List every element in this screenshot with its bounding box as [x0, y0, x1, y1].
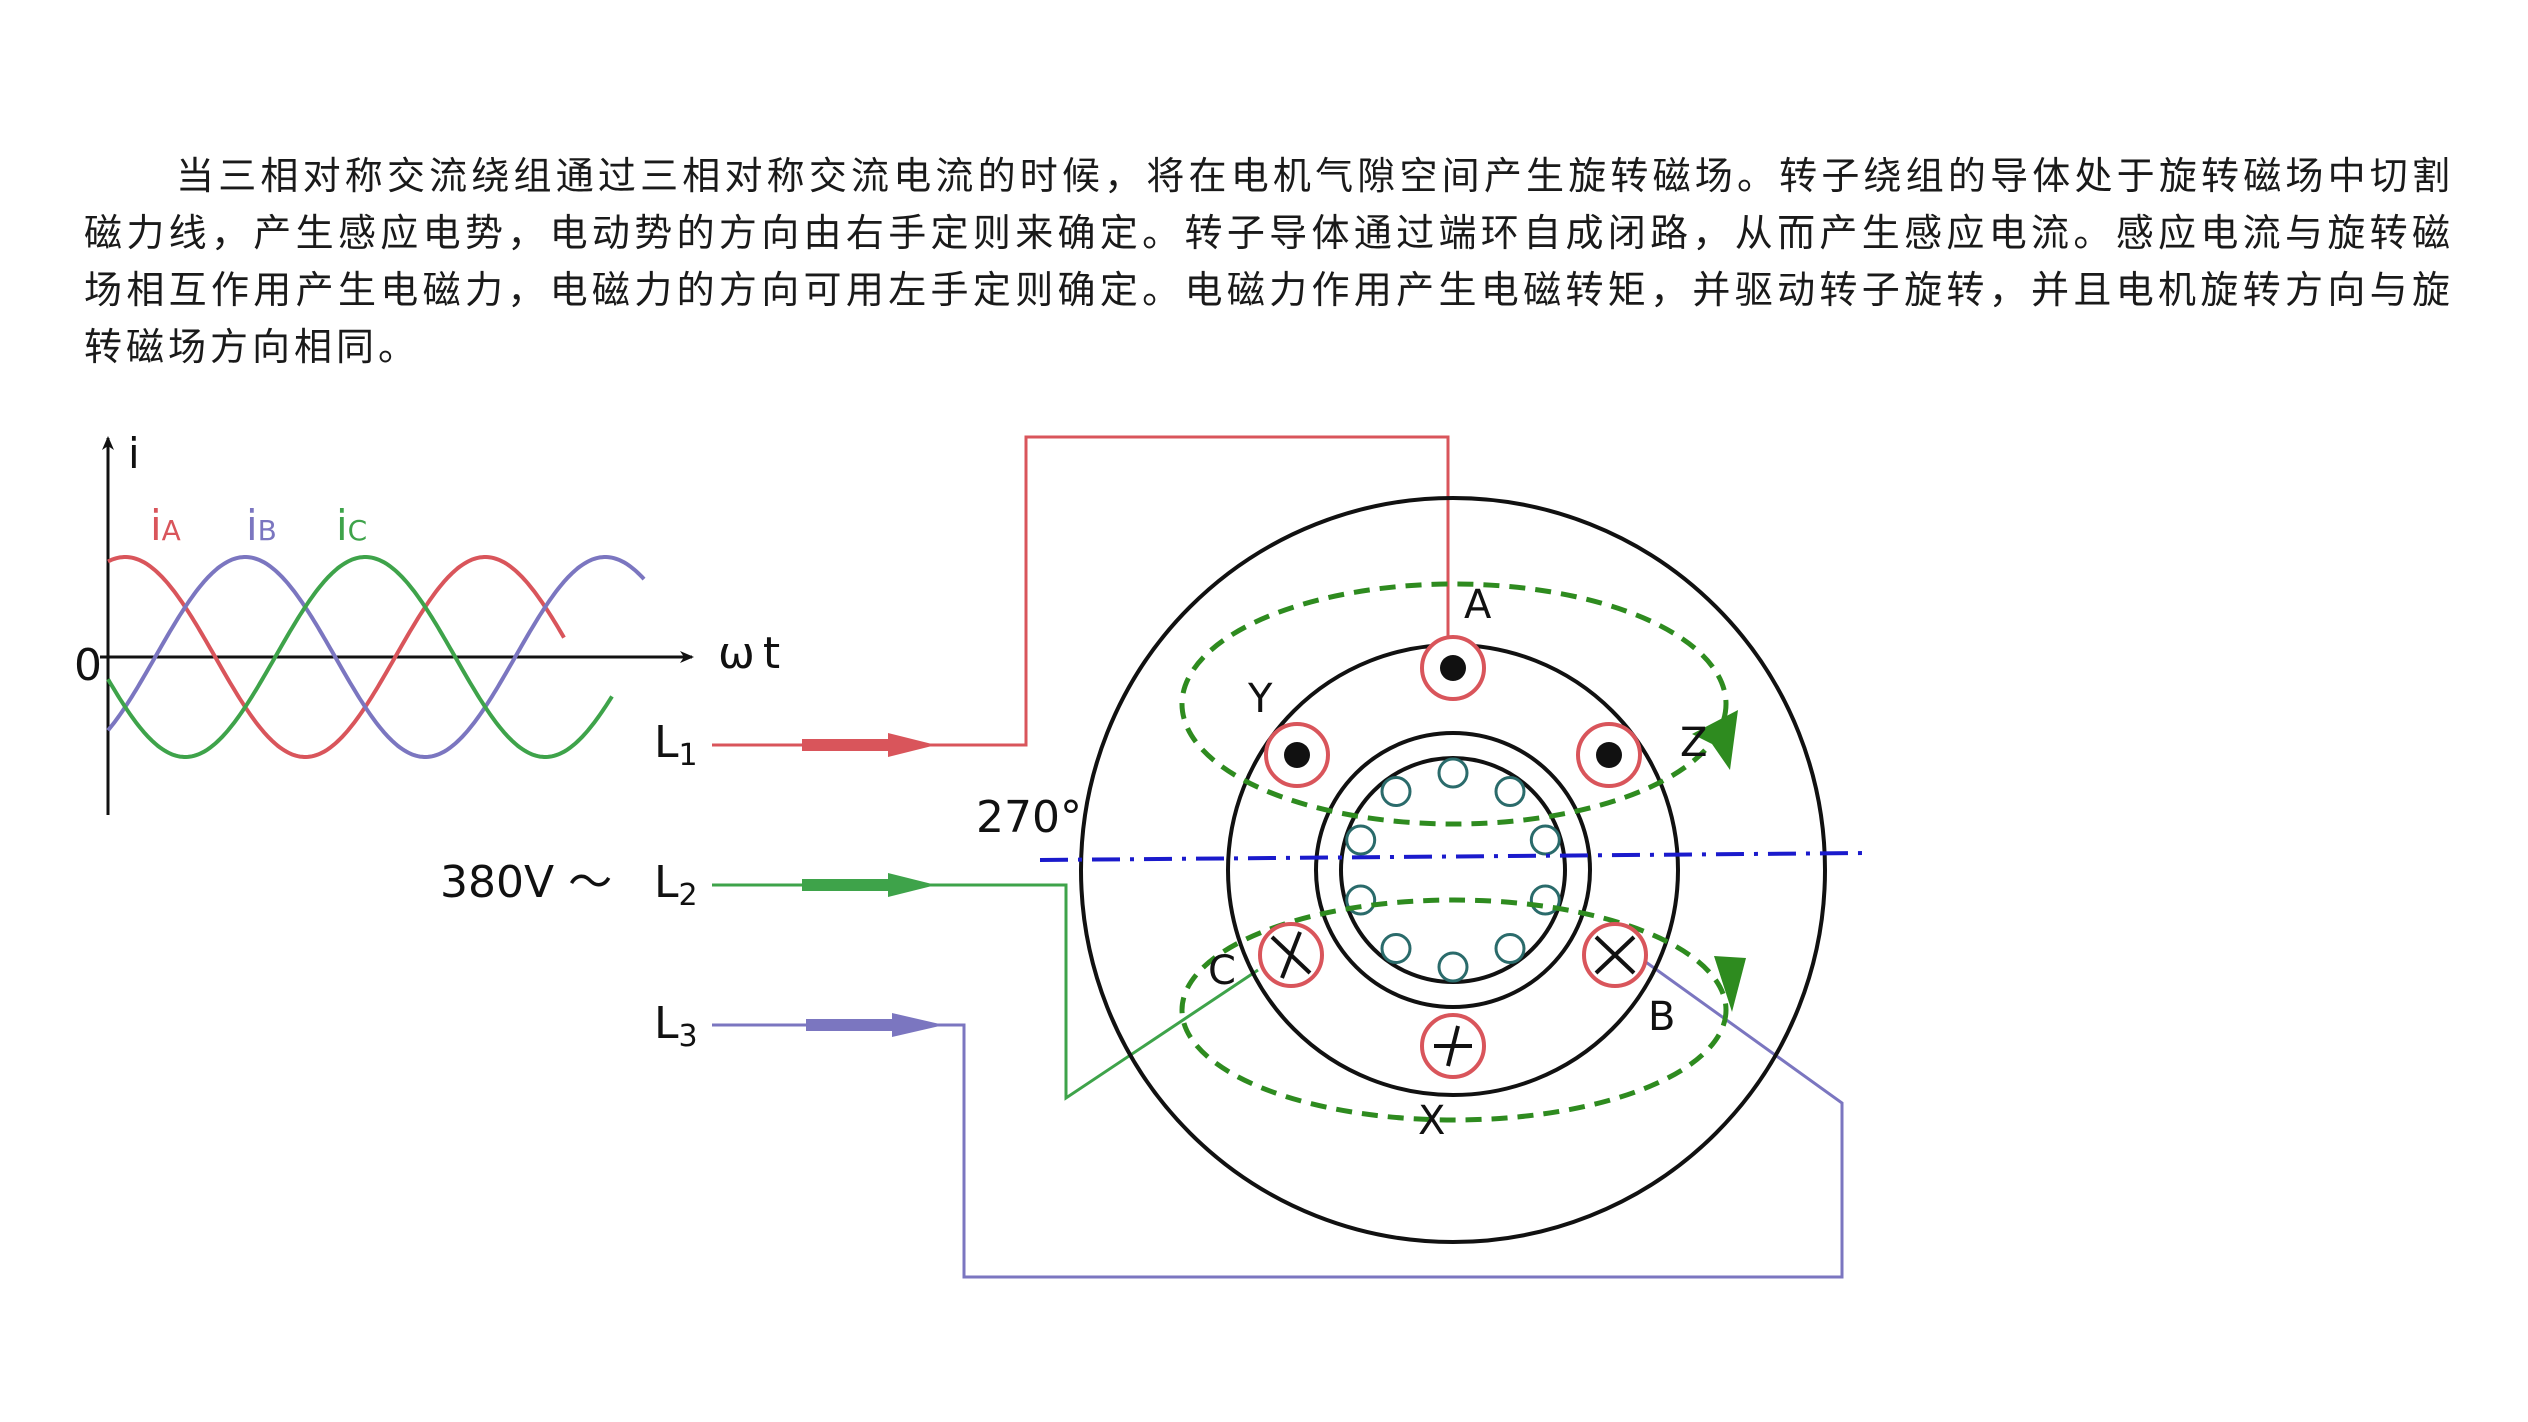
origin-label: 0	[74, 640, 102, 691]
rotor-conductor	[1345, 824, 1377, 856]
legend-ia: iA	[150, 501, 181, 550]
curve-ic	[106, 555, 614, 759]
coil-label-y: Y	[1247, 676, 1273, 722]
coil-label-c: C	[1208, 948, 1236, 994]
rotor-conductor	[1380, 933, 1412, 964]
flux-arrow-upper	[1692, 710, 1738, 770]
flux-loop-upper	[1179, 581, 1729, 827]
line-label-l3: L3	[654, 998, 698, 1054]
rotor-conductor	[1529, 824, 1561, 856]
y-axis-label: i	[128, 429, 140, 478]
rotor-conductors	[1345, 757, 1561, 983]
rotor-conductor	[1437, 757, 1469, 789]
legend-ic: iC	[336, 501, 367, 550]
slot-b	[1582, 922, 1648, 988]
magnetic-axis	[1039, 851, 1867, 862]
slot-x	[1420, 1013, 1486, 1079]
legend-ib: iB	[246, 501, 277, 550]
motor: 270° A Y Z	[976, 496, 1867, 1244]
slot-c	[1258, 922, 1324, 988]
supply: 380V ～ L1 L2 L3	[440, 435, 1844, 1279]
curve-ib	[106, 555, 646, 759]
voltage-label: 380V ～	[440, 857, 612, 908]
x-axis-label: ωt	[718, 628, 788, 679]
angle-label: 270°	[976, 792, 1082, 843]
coil-label-x: X	[1418, 1098, 1445, 1144]
description-paragraph: 当三相对称交流绕组通过三相对称交流电流的时候，将在电机气隙空间产生旋转磁场。转子…	[84, 154, 2454, 369]
waveform-plot: i ωt 0 iA iB iC	[74, 429, 788, 815]
wire-l1	[712, 435, 1450, 757]
line-label-l1: L1	[654, 717, 698, 773]
wire-l3	[712, 958, 1844, 1279]
coil-label-z: Z	[1680, 720, 1707, 766]
flux-loop-lower	[1179, 897, 1729, 1123]
rotor-conductor	[1494, 776, 1526, 807]
rotor-conductor	[1437, 951, 1469, 983]
rotor-inner	[1339, 756, 1567, 984]
slot-a	[1420, 635, 1486, 701]
coil-label-b: B	[1648, 994, 1675, 1040]
slot-y	[1264, 722, 1330, 788]
rotor-conductor	[1494, 933, 1526, 964]
stator-outer	[1079, 496, 1827, 1244]
flux-arrow-lower	[1714, 956, 1746, 1012]
wire-l2	[712, 873, 1259, 1101]
rotor-conductor	[1380, 776, 1412, 807]
rotor-outer	[1314, 731, 1592, 1009]
coil-label-a: A	[1464, 582, 1492, 628]
slot-z	[1576, 722, 1642, 788]
line-label-l2: L2	[654, 857, 698, 913]
